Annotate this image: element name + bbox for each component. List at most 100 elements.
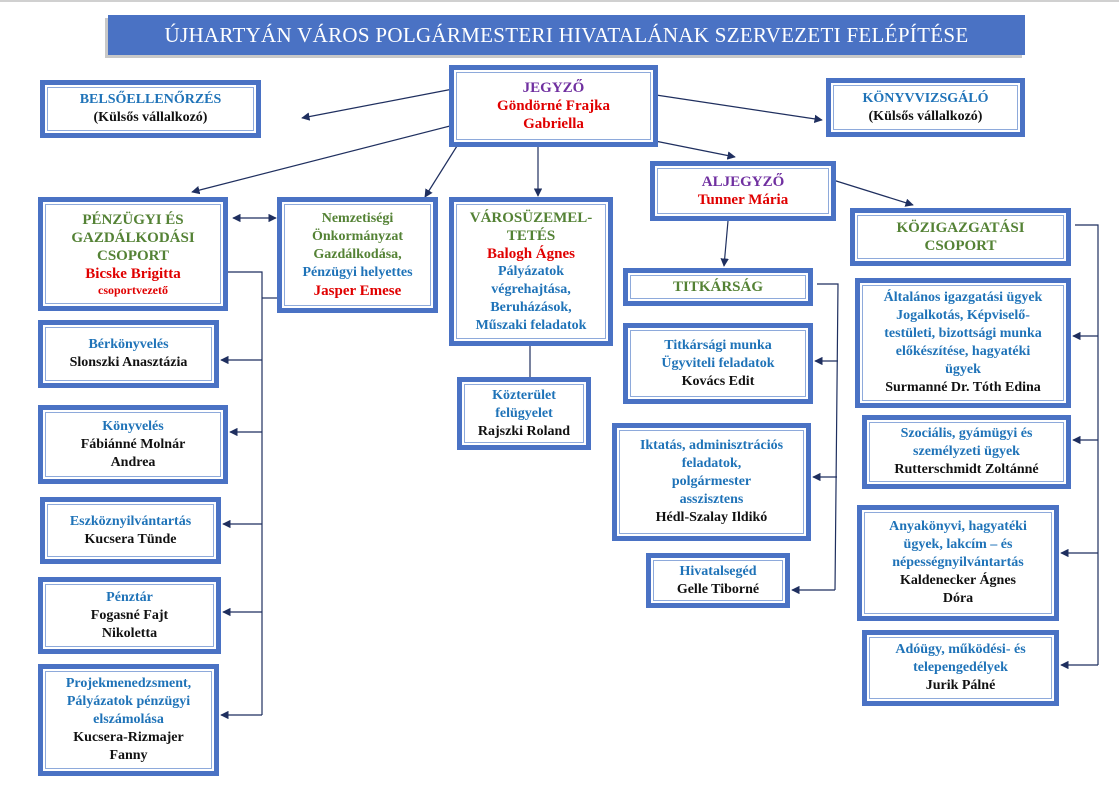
line-titkarsag-bus [817,283,839,591]
org-box-line: Pénztár [106,589,153,605]
org-box-line: Iktatás, adminisztrációs [639,438,784,453]
org-box-line: Közterület [492,387,556,403]
org-box-line: Pénzügyi helyettes [302,265,413,280]
org-box-line: Nikoletta [101,625,158,641]
org-box-line: KÖNYVVIZSGÁLÓ [862,90,989,106]
org-box-line: Bicske Brigitta [85,266,181,282]
line-kozig-bus [1075,224,1099,665]
org-box-line: Pályázatok [497,263,565,279]
org-box-line: végrehajtása, [491,281,571,297]
org-box-anya: Anyakönyvi, hagyatéki ügyek, lakcím – és n… [857,505,1059,621]
org-box-line: Kucsera Tünde [84,531,177,547]
org-box-line: Andrea [110,454,156,470]
org-box-line: feladatok, [681,456,742,471]
org-box-iktatas: Iktatás, adminisztrációs feladatok, polgár… [612,423,811,541]
page-title: ÚJHARTYÁN VÁROS POLGÁRMESTERI HIVATALÁNA… [108,15,1025,55]
org-box-line: Göndörné Frajka [497,98,610,114]
org-box-line: Rajszki Roland [477,423,571,439]
org-box-line: BELSŐELLENŐRZÉS [79,92,222,107]
org-box-line: JEGYZŐ [522,80,585,96]
org-box-konyv: KÖNYVVIZSGÁLÓ (Külsős vállalkozó) [826,78,1025,137]
org-box-line: Surmanné Dr. Tóth Edina [885,380,1041,395]
org-box-line: Gelle Tiborné [676,581,760,597]
org-box-line: asszisztens [679,492,744,507]
org-box-line: Fanny [109,748,148,763]
org-box-line: Önkormányzat [312,229,403,244]
org-box-line: polgármester [671,474,752,489]
org-box-line: elszámolása [93,712,164,727]
org-box-line: testületi, bizottsági munka [884,326,1042,341]
org-box-line: Bérkönyvelés [88,337,169,352]
org-box-line: Rutterschmidt Zoltánné [894,462,1039,477]
org-box-line: Gabriella [523,116,584,132]
org-box-line: Balogh Ágnes [487,245,575,262]
org-box-line: ALJEGYZŐ [701,174,785,190]
org-box-line: TITKÁRSÁG [672,279,764,295]
org-box-line: telepengedélyek [913,660,1008,675]
org-box-line: Hivatalsegéd [679,563,757,579]
org-box-line: Kaldenecker Ágnes [899,573,1016,588]
org-box-line: Tunner Mária [697,192,789,208]
arrow-jegyzo-penzugyi [191,125,451,195]
org-box-line: személyzeti ügyek [913,444,1020,459]
org-box-line: Titkársági munka [664,337,772,353]
org-box-line: (Külsős vállalkozó) [93,110,208,125]
org-box-line: Eszköznyilvántartás [69,513,192,529]
org-box-line: Anyakönyvi, hagyatéki [889,519,1027,534]
org-box-aljegyzo: ALJEGYZŐ Tunner Mária [650,161,836,221]
org-box-line: GAZDÁLKODÁSI [71,230,195,246]
org-box-kozig: KÖZIGAZGATÁSI CSOPORT [850,208,1071,266]
org-box-line: ügyek, lakcím – és [903,537,1013,552]
org-box-line: (Külsős vállalkozó) [868,108,983,124]
org-box-line: Általános igazgatási ügyek [883,290,1043,305]
arrow-jegyzo-aljegyzo [649,139,736,160]
org-box-line: KÖZIGAZGATÁSI [896,220,1025,236]
org-box-line: Dóra [942,591,974,606]
arrow-jegyzo-belso [301,88,454,121]
org-box-line: Hédl-Szalay Ildikó [655,510,768,525]
org-box-line: Projekmenedzsment, [65,676,192,691]
org-box-line: Kovács Edit [681,373,755,389]
org-box-line: Jurik Pálné [925,678,996,693]
org-box-line: előkészítése, hagyatéki [895,344,1031,359]
arrow-aljegyzo-titkarsag [720,220,729,267]
org-box-line: CSOPORT [97,248,169,264]
org-box-line: Jogalkotás, Képviselő- [896,308,1030,323]
top-divider [0,0,1119,2]
org-box-line: népességnyilvántartás [892,555,1024,570]
org-box-line: csoportvezető [98,283,168,297]
org-box-belso: BELSŐELLENŐRZÉS (Külsős vállalkozó) [40,80,261,138]
org-box-line: Könyvelés [102,418,164,434]
arrow-jegyzo-nemz [424,145,458,198]
line-penzugyi-bus [222,271,263,715]
org-box-line: Ügyviteli feladatok [661,355,775,371]
org-box-titkarsag: TITKÁRSÁG [623,268,813,306]
org-box-line: Fábiánné Molnár [80,436,186,452]
org-box-line: Nemzetiségi [321,211,394,226]
arrow-aljegyzo-kozig [832,179,914,207]
org-box-line: Adóügy, működési- és [895,642,1026,657]
org-box-line: Műszaki feladatok [475,317,587,333]
org-box-line: CSOPORT [924,238,997,254]
org-box-line: Fogasné Fajt [90,607,169,623]
org-box-line: Kucsera-Rizmajer [73,730,184,745]
arrow-jegyzo-konyv [655,94,823,124]
org-box-line: VÁROSÜZEMEL- [469,209,593,226]
org-box-line: TETÉS [506,227,556,244]
org-box-line: Beruházások, [490,299,572,315]
